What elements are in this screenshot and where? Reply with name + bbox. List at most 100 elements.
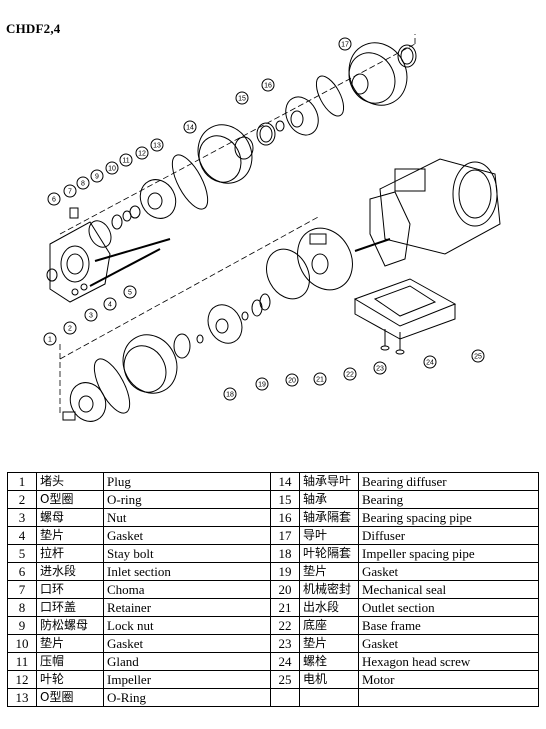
callout-circle-14 [183,120,197,134]
part-number: 19 [270,562,300,581]
upper-diffuser-stack [88,42,417,248]
callout-circle-25 [471,349,485,363]
part-number: 21 [270,598,300,617]
part-name-chinese: 垫片 [299,634,359,653]
callout-circle-5 [123,285,137,299]
part-name-english: Bearing [358,490,539,509]
callout-number-20: 20 [288,378,296,385]
part-name-english: Stay bolt [103,544,271,563]
part-name-english: O-Ring [103,688,271,707]
part-name-chinese: 底座 [299,616,359,635]
callout-circle-6 [47,192,61,206]
part-number: 12 [7,670,37,689]
callout-number-9: 9 [95,174,99,181]
callout-number-21: 21 [316,377,324,384]
callout-circle-13 [150,138,164,152]
assembly-axis-lines [59,34,416,414]
part-name-chinese: 叶轮隔套 [299,544,359,563]
part-number: 20 [270,580,300,599]
callout-circle-10 [105,161,119,175]
callout-circle-9 [90,169,104,183]
callout-number-5: 5 [128,290,132,297]
callout-circle-21 [313,372,327,386]
callout-circle-8 [76,176,90,190]
callout-number-7: 7 [68,189,72,196]
callout-circle-7 [63,184,77,198]
callout-number-10: 10 [108,166,116,173]
callout-circle-1 [43,332,57,346]
callout-number-13: 13 [153,143,161,150]
part-name-chinese: 垫片 [36,634,104,653]
part-name-chinese: 口环 [36,580,104,599]
part-number: 22 [270,616,300,635]
part-number: 15 [270,490,300,509]
part-name-english: Gasket [103,526,271,545]
part-name-english: Retainer [103,598,271,617]
callout-circle-24 [423,355,437,369]
part-name-english: Motor [358,670,539,689]
part-name-english: Base frame [358,616,539,635]
part-number: 1 [7,472,37,491]
part-name-chinese: 轴承 [299,490,359,509]
part-name-english: Impeller spacing pipe [358,544,539,563]
part-name-chinese: O型圈 [36,688,104,707]
part-name-chinese: 导叶 [299,526,359,545]
callout-number-17: 17 [341,42,349,49]
callout-circle-19 [255,377,269,391]
part-name-english: Gasket [103,634,271,653]
part-name-chinese: 堵头 [36,472,104,491]
part-name-english [358,688,539,707]
part-number: 9 [7,616,37,635]
part-name-english: Plug [103,472,271,491]
part-name-chinese: 轴承隔套 [299,508,359,527]
part-number: 13 [7,688,37,707]
callout-circle-16 [261,78,275,92]
part-number: 4 [7,526,37,545]
part-number: 3 [7,508,37,527]
callout-number-11: 11 [122,158,129,165]
part-name-english: Nut [103,508,271,527]
document-title: CHDF2,4 [6,21,61,36]
part-name-chinese: 电机 [299,670,359,689]
part-name-chinese: 螺母 [36,508,104,527]
callout-circle-17 [338,37,352,51]
part-number: 23 [270,634,300,653]
callout-number-6: 6 [52,197,56,204]
part-name-english: Outlet section [358,598,539,617]
part-name-chinese: 螺栓 [299,652,359,671]
part-name-english: Lock nut [103,616,271,635]
part-name-chinese: 口环盖 [36,598,104,617]
part-name-chinese: 垫片 [299,562,359,581]
callout-number-1: 1 [48,337,52,344]
part-name-chinese: 轴承导叶 [299,472,359,491]
part-name-chinese: 出水段 [299,598,359,617]
part-name-chinese: 垫片 [36,526,104,545]
callout-number-22: 22 [346,372,354,379]
part-number: 16 [270,508,300,527]
part-name-english: Inlet section [103,562,271,581]
part-number: 11 [7,652,37,671]
callout-circle-3 [84,308,98,322]
part-number [270,688,300,707]
lower-diffuser-stack [62,227,353,422]
callout-circle-11 [119,153,133,167]
part-name-chinese: O型圈 [36,490,104,509]
part-number: 24 [270,652,300,671]
part-number: 6 [7,562,37,581]
part-name-chinese: 进水段 [36,562,104,581]
callout-number-23: 23 [376,366,384,373]
part-name-english: Bearing spacing pipe [358,508,539,527]
part-name-english: Gland [103,652,271,671]
callout-circle-23 [373,361,387,375]
